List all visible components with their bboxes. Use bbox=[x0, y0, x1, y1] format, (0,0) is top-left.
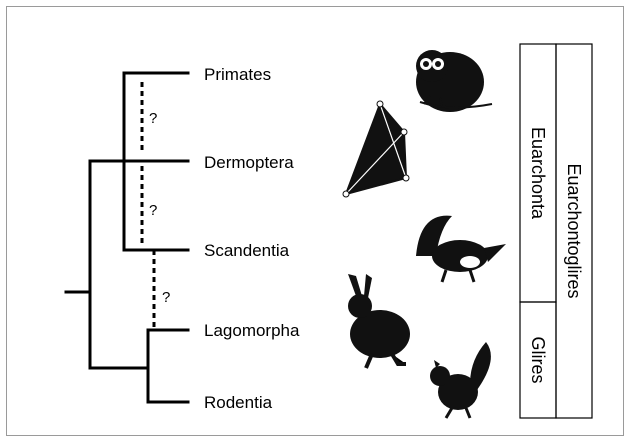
treeshrew-illustration bbox=[416, 216, 506, 282]
question-mark: ? bbox=[149, 110, 157, 127]
taxon-label-primates: Primates bbox=[204, 65, 271, 84]
taxon-label-rodentia: Rodentia bbox=[204, 393, 273, 412]
question-mark: ? bbox=[149, 202, 157, 219]
tree-branches bbox=[66, 73, 188, 402]
primate-illustration bbox=[416, 50, 492, 112]
question-mark: ? bbox=[162, 289, 170, 306]
taxon-label-lagomorpha: Lagomorpha bbox=[204, 321, 300, 340]
clade-label-euarchonta: Euarchonta bbox=[528, 127, 548, 220]
colugo-illustration bbox=[343, 101, 409, 197]
clade-label-euarchontoglires: Euarchontoglires bbox=[564, 163, 584, 298]
taxon-label-scandentia: Scandentia bbox=[204, 241, 290, 260]
clade-label-glires: Glires bbox=[528, 336, 548, 383]
taxon-label-dermoptera: Dermoptera bbox=[204, 153, 294, 172]
squirrel-illustration bbox=[430, 342, 491, 418]
rabbit-illustration bbox=[348, 274, 410, 368]
